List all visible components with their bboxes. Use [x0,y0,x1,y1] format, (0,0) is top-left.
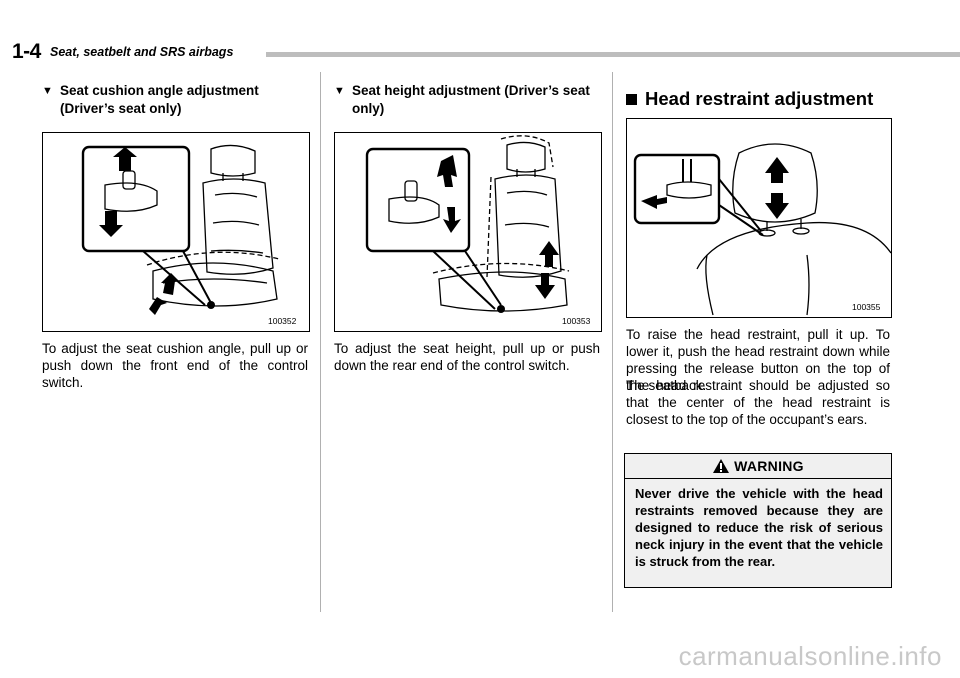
page-number: 1-4 [12,40,41,63]
header-rule [266,52,960,57]
figure-id-100353: 100353 [562,316,591,326]
column-divider-2 [612,72,613,612]
body-head-restraint-position: The head restraint should be adjusted so… [626,378,890,427]
column-seat-height: ▼ Seat height adjustment (Driver’s seat … [334,82,600,118]
column-head-restraint: Head restraint adjustment [626,88,892,110]
body-head-restraint-raise: To raise the head restraint, pull it up.… [626,327,890,393]
black-square-icon [626,93,637,105]
warning-triangle-icon [713,459,730,473]
seat-height-illustration [365,135,570,313]
subheading-seat-height: ▼ Seat height adjustment (Driver’s seat … [334,83,590,116]
head-restraint-illustration [633,143,891,316]
triangle-down-icon: ▼ [334,85,345,97]
figure-id-100355: 100355 [852,302,881,312]
figure-seat-cushion [42,132,310,332]
warning-text: Never drive the vehicle with the head re… [635,486,883,569]
body-seat-height: To adjust the seat height, pull up or pu… [334,341,600,373]
warning-label: WARNING [734,458,804,474]
figure-id-100352: 100352 [268,316,297,326]
seat-cushion-illustration [81,144,280,315]
body-seat-cushion: To adjust the seat cushion angle, pull u… [42,341,308,390]
warning-box: WARNING Never drive the vehicle with the… [624,453,892,588]
figure-head-restraint [626,118,892,318]
watermark: carmanualsonline.info [678,641,942,671]
warning-header: WARNING [625,454,891,479]
column-divider-1 [320,72,321,612]
triangle-down-icon: ▼ [42,85,53,97]
subheading-seat-cushion: ▼ Seat cushion angle adjustment (Driver’… [42,83,259,116]
page-header: 1-4 Seat, seatbelt and SRS airbags [12,40,960,64]
figure-seat-height [334,132,602,332]
section-title: Seat, seatbelt and SRS airbags [50,45,234,59]
column-seat-cushion: ▼ Seat cushion angle adjustment (Driver’… [42,82,308,118]
heading-head-restraint: Head restraint adjustment [626,88,892,110]
